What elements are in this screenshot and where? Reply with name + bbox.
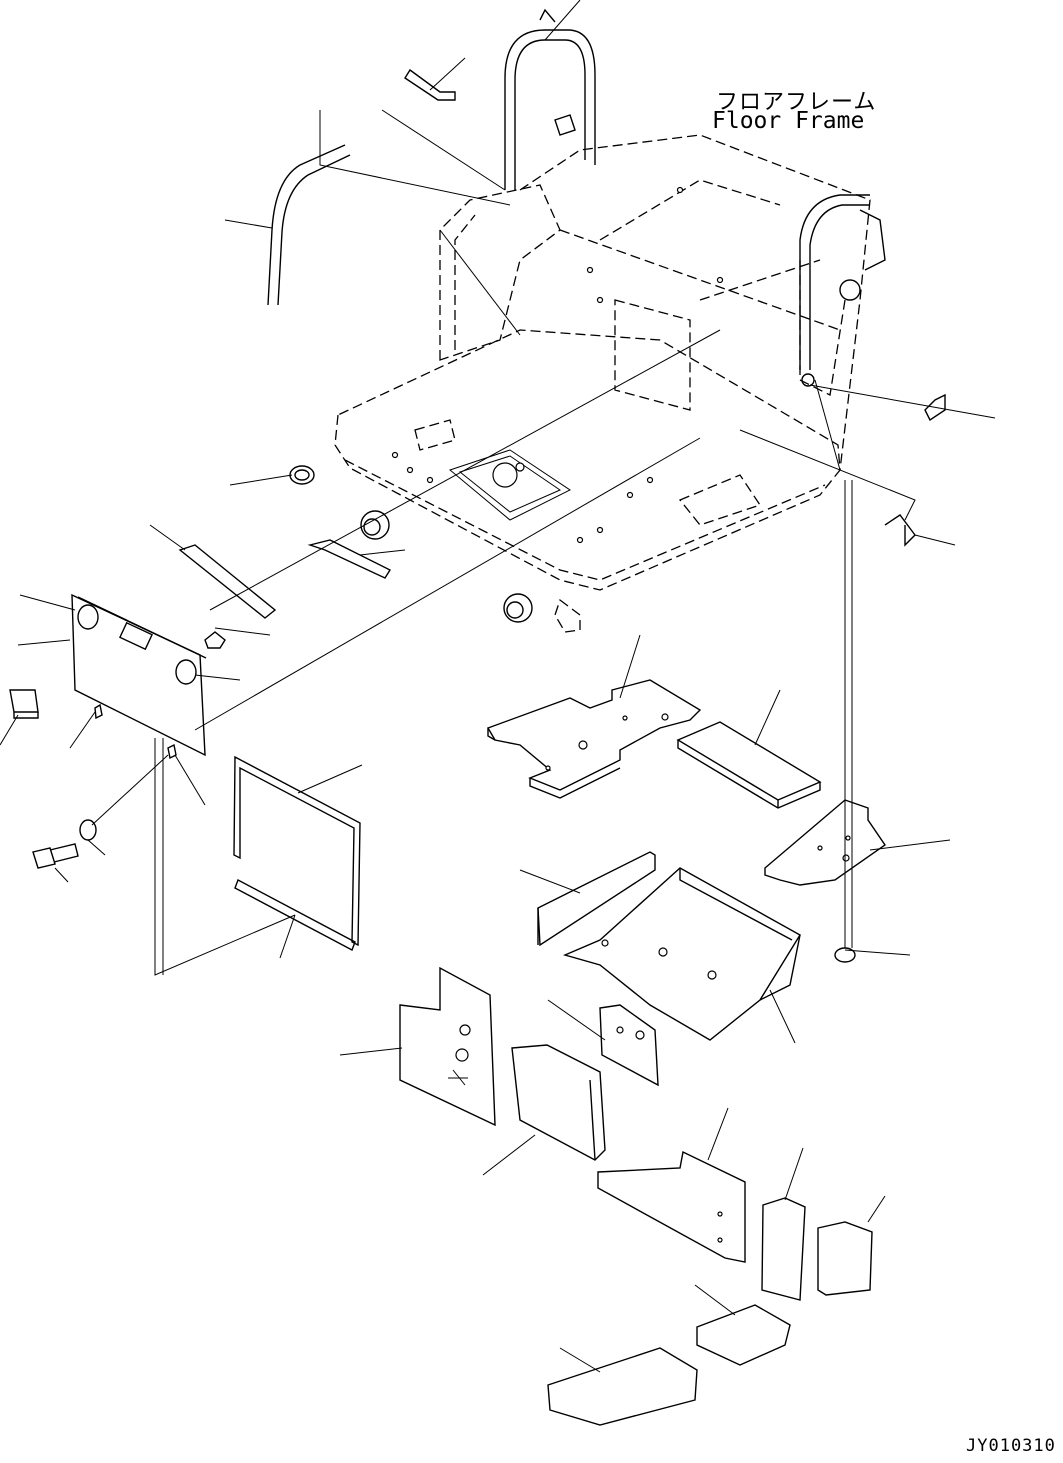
leader-lines	[0, 0, 996, 1373]
bolt	[32, 843, 79, 869]
clip-right	[924, 393, 946, 422]
floor-strip	[307, 539, 392, 579]
drawing-code: JY010310	[966, 1436, 1056, 1456]
foam-block-2	[817, 1221, 873, 1296]
floor-mat-strip	[676, 721, 822, 809]
access-panel	[9, 593, 226, 760]
curved-trim-strip	[267, 144, 351, 306]
side-insulation	[537, 851, 656, 947]
floor-frame	[334, 134, 871, 633]
floor-frame-title-en: Floor Frame	[712, 108, 865, 134]
floor-mat-large	[486, 679, 702, 799]
grab-bar	[404, 68, 456, 101]
side-panel-left	[399, 966, 496, 1127]
floor-mat-right	[764, 799, 886, 886]
grommet	[289, 465, 315, 485]
floor-frame-title-jp: フロアフレーム	[716, 90, 877, 115]
foam-block-4	[547, 1347, 698, 1426]
hook-right	[884, 514, 916, 547]
small-pad-center	[599, 1004, 659, 1087]
floor-tray	[562, 867, 801, 1041]
foam-block-3	[696, 1304, 791, 1366]
corner-bracket	[511, 1044, 606, 1161]
left-handrail	[504, 8, 596, 190]
panel-strip	[178, 544, 277, 619]
long-insulation	[597, 1150, 746, 1263]
seal-frame	[233, 755, 361, 951]
right-handrail	[799, 194, 886, 387]
foam-block-1	[761, 1197, 806, 1301]
